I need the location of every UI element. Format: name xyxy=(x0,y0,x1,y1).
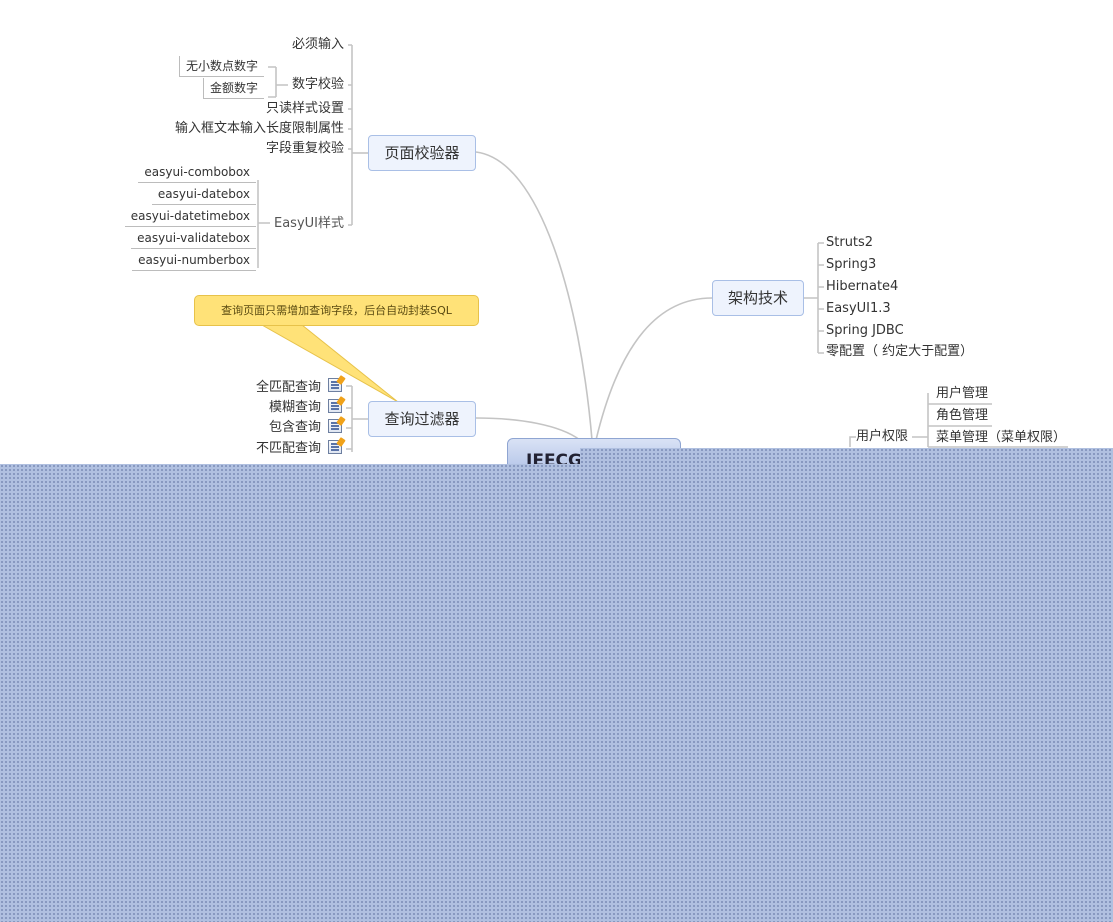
item-not-match-query[interactable]: 不匹配查询 xyxy=(255,441,321,456)
item-hibernate4[interactable]: Hibernate4 xyxy=(826,279,899,294)
item-spring3[interactable]: Spring3 xyxy=(826,257,877,272)
item-role-management[interactable]: 角色管理 xyxy=(936,408,989,423)
item-easyui-numberbox[interactable]: easyui-numberbox xyxy=(132,250,256,271)
item-no-decimal-number[interactable]: 无小数点数字 xyxy=(178,56,264,77)
dotted-overlay xyxy=(0,448,1113,922)
item-easyui13[interactable]: EasyUI1.3 xyxy=(826,301,891,316)
item-required-input[interactable]: 必须输入 xyxy=(291,37,344,52)
item-duplicate-check[interactable]: 字段重复校验 xyxy=(265,141,344,156)
query-filter-note: 查询页面只需增加查询字段，后台自动封装SQL xyxy=(194,295,479,326)
item-easyui-validatebox[interactable]: easyui-validatebox xyxy=(131,228,256,249)
item-menu-management[interactable]: 菜单管理（菜单权限） xyxy=(936,430,1067,445)
note-icon[interactable] xyxy=(328,378,342,392)
note-icon[interactable] xyxy=(328,419,342,433)
branch-page-validator[interactable]: 页面校验器 xyxy=(368,135,476,171)
branch-architecture[interactable]: 架构技术 xyxy=(712,280,804,316)
item-easyui-style[interactable]: EasyUI样式 xyxy=(274,216,344,231)
item-contains-query[interactable]: 包含查询 xyxy=(268,420,321,435)
item-user-management[interactable]: 用户管理 xyxy=(936,386,989,401)
item-number-validation[interactable]: 数字校验 xyxy=(291,77,344,92)
item-fuzzy-query[interactable]: 模糊查询 xyxy=(268,400,321,415)
item-user-permission[interactable]: 用户权限 xyxy=(856,429,909,444)
branch-query-filter[interactable]: 查询过滤器 xyxy=(368,401,476,437)
item-length-limit[interactable]: 输入框文本输入长度限制属性 xyxy=(174,121,344,136)
item-struts2[interactable]: Struts2 xyxy=(826,235,874,250)
item-easyui-datetimebox[interactable]: easyui-datetimebox xyxy=(124,206,256,227)
note-icon[interactable] xyxy=(328,440,342,454)
note-icon[interactable] xyxy=(328,399,342,413)
item-easyui-combobox[interactable]: easyui-combobox xyxy=(138,162,256,183)
item-amount-number[interactable]: 金额数字 xyxy=(202,78,264,99)
item-easyui-datebox[interactable]: easyui-datebox xyxy=(151,184,256,205)
item-readonly-style[interactable]: 只读样式设置 xyxy=(265,101,344,116)
item-full-match-query[interactable]: 全匹配查询 xyxy=(255,380,321,395)
item-spring-jdbc[interactable]: Spring JDBC xyxy=(826,323,904,338)
item-zero-config[interactable]: 零配置（ 约定大于配置） xyxy=(826,344,974,359)
